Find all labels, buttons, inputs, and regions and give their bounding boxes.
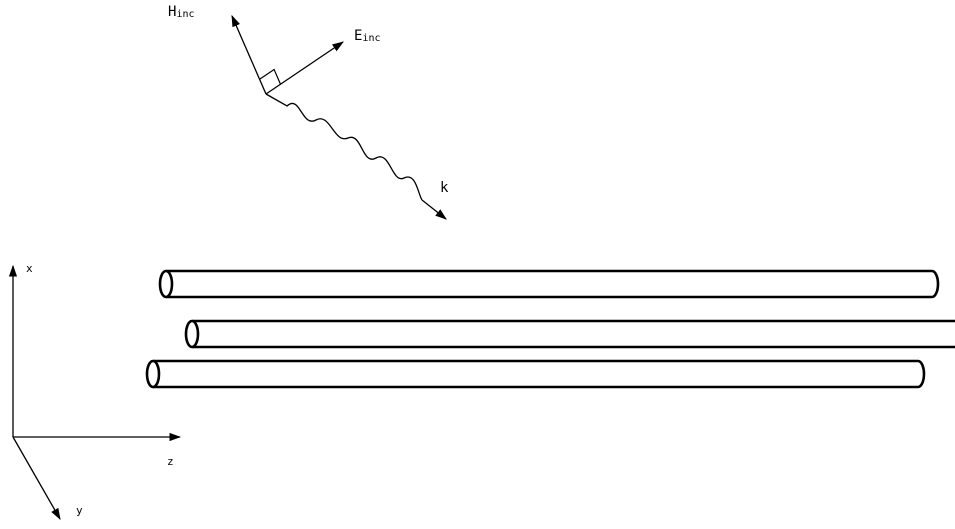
k-vector-arrow bbox=[421, 199, 447, 220]
coordinate-axes: x z y bbox=[8, 262, 182, 521]
right-angle-marker bbox=[259, 68, 282, 85]
e-inc-vector bbox=[265, 41, 344, 95]
cylinder-bottom bbox=[145, 359, 926, 389]
cylinder-middle bbox=[184, 319, 955, 349]
y-axis-label: y bbox=[76, 504, 83, 517]
e-inc-label: Einc bbox=[354, 28, 381, 44]
h-inc-vector bbox=[231, 14, 267, 95]
incident-wave: Hinc Einc k bbox=[168, 4, 449, 220]
z-axis-label: z bbox=[167, 455, 174, 468]
cylinder-top bbox=[158, 269, 940, 299]
k-wave-path bbox=[265, 93, 423, 201]
k-label: k bbox=[440, 180, 449, 196]
y-axis-line bbox=[12, 436, 61, 521]
h-inc-label: Hinc bbox=[168, 4, 195, 20]
cylinder-array bbox=[145, 269, 955, 389]
x-axis-label: x bbox=[26, 262, 33, 275]
